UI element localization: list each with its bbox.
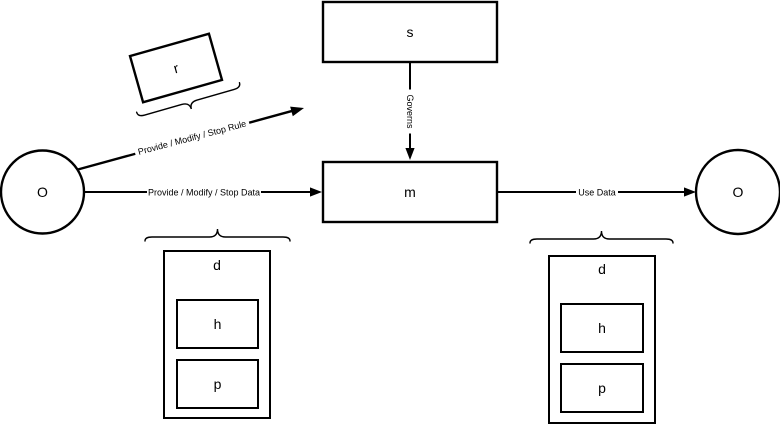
edge-use-data-arrowhead-icon bbox=[684, 187, 696, 197]
actor-node-right: O bbox=[694, 148, 780, 236]
actor-node-left-circle bbox=[0, 149, 86, 235]
d-container-left: d h p bbox=[163, 250, 271, 419]
d-container-right-label: d bbox=[598, 261, 606, 277]
edge-governs: Governs bbox=[403, 62, 417, 160]
d-container-right: d h p bbox=[548, 255, 656, 424]
edge-provide-data-arrowhead-icon bbox=[310, 187, 322, 197]
rule-node-box bbox=[128, 32, 224, 104]
edge-provide-data-label-bg bbox=[147, 185, 261, 199]
m-node-box bbox=[321, 160, 499, 224]
edge-governs-label-bg bbox=[403, 89, 417, 134]
edge-governs-arrowhead-icon bbox=[405, 148, 415, 160]
actor-node-right-label: O bbox=[733, 184, 744, 200]
edge-provide-rule-arrowhead-icon bbox=[290, 106, 304, 117]
p-node-left-box bbox=[176, 359, 259, 409]
h-node-left-label: h bbox=[214, 316, 222, 332]
p-node-right-box bbox=[560, 363, 644, 413]
m-node: m bbox=[321, 160, 499, 224]
edge-use-data-label-bg bbox=[576, 185, 618, 199]
actor-node-left: O bbox=[0, 149, 86, 235]
brace-under-rule-icon bbox=[135, 82, 241, 117]
edge-provide-data: Provide / Modify / Stop Data bbox=[83, 185, 322, 199]
edge-provide-rule: Provide / Modify / Stop Rule bbox=[75, 106, 304, 172]
rule-node: r bbox=[128, 32, 224, 104]
h-node-right-label: h bbox=[598, 320, 606, 336]
brace-over-data-right-icon bbox=[529, 230, 674, 244]
s-node-box bbox=[321, 0, 499, 64]
p-node-right-label: p bbox=[598, 380, 606, 396]
s-node: s bbox=[321, 0, 499, 64]
edge-use-data-label: Use Data bbox=[578, 188, 616, 198]
actor-node-left-label: O bbox=[37, 184, 48, 200]
h-node-left-box bbox=[176, 299, 259, 349]
brace-over-data-left-icon bbox=[144, 228, 291, 242]
p-node-left-label: p bbox=[214, 376, 222, 392]
edge-provide-rule-label: Provide / Modify / Stop Rule bbox=[137, 119, 247, 157]
d-container-left-label: d bbox=[213, 257, 221, 273]
h-node-right-box bbox=[560, 303, 644, 353]
edge-governs-label: Governs bbox=[405, 94, 415, 129]
edge-use-data: Use Data bbox=[497, 185, 696, 199]
edge-provide-rule-label-bg bbox=[133, 116, 251, 159]
s-node-label: s bbox=[407, 24, 414, 40]
actor-node-right-circle bbox=[694, 148, 780, 236]
rule-node-label: r bbox=[172, 60, 181, 77]
m-node-label: m bbox=[404, 184, 416, 200]
edge-provide-data-label: Provide / Modify / Stop Data bbox=[148, 188, 260, 198]
